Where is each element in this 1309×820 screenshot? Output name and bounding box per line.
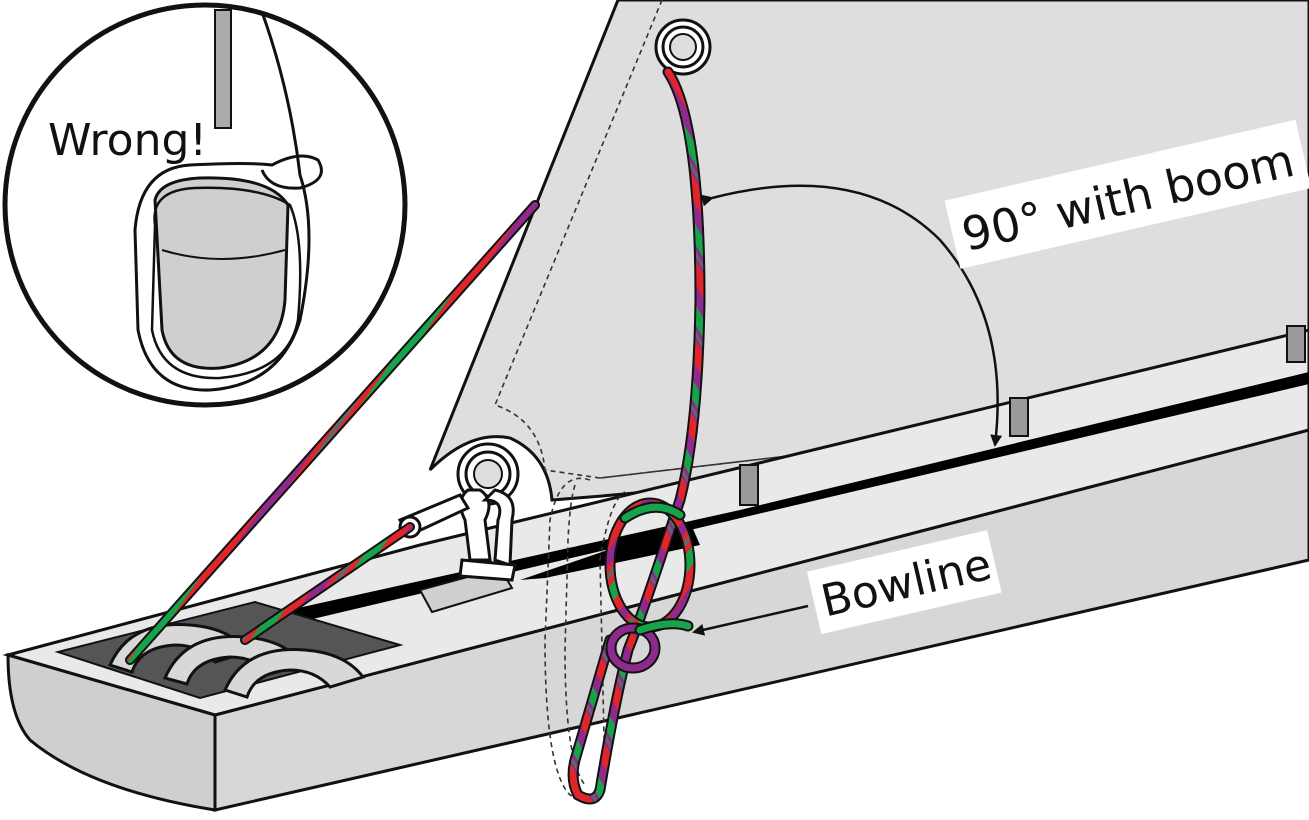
outhaul-line-color — [127, 202, 538, 663]
bowline-knot — [604, 497, 696, 674]
grommet-icon — [654, 18, 712, 76]
loop-behind-boom — [544, 477, 626, 801]
arrow-icon — [692, 604, 809, 636]
boom-end-cap — [6, 653, 217, 812]
boom-slides — [739, 325, 1306, 506]
inset-wrong-loop-inner — [150, 186, 302, 380]
arrow-icon — [700, 184, 1003, 447]
inset-label-text: Wrong! — [48, 115, 207, 166]
inset-wrong-loop — [133, 11, 323, 392]
inset-boom-section — [153, 176, 290, 370]
shackle-icon — [397, 488, 517, 582]
sail-seam-line — [493, 0, 1309, 479]
wrong-inset: Wrong! — [2, 2, 408, 408]
inset-mast — [214, 9, 232, 129]
clew-line-color — [569, 68, 704, 803]
boom-slot — [280, 372, 1309, 622]
tack-line-color — [242, 524, 413, 643]
inset-boom-section-top — [161, 249, 286, 260]
